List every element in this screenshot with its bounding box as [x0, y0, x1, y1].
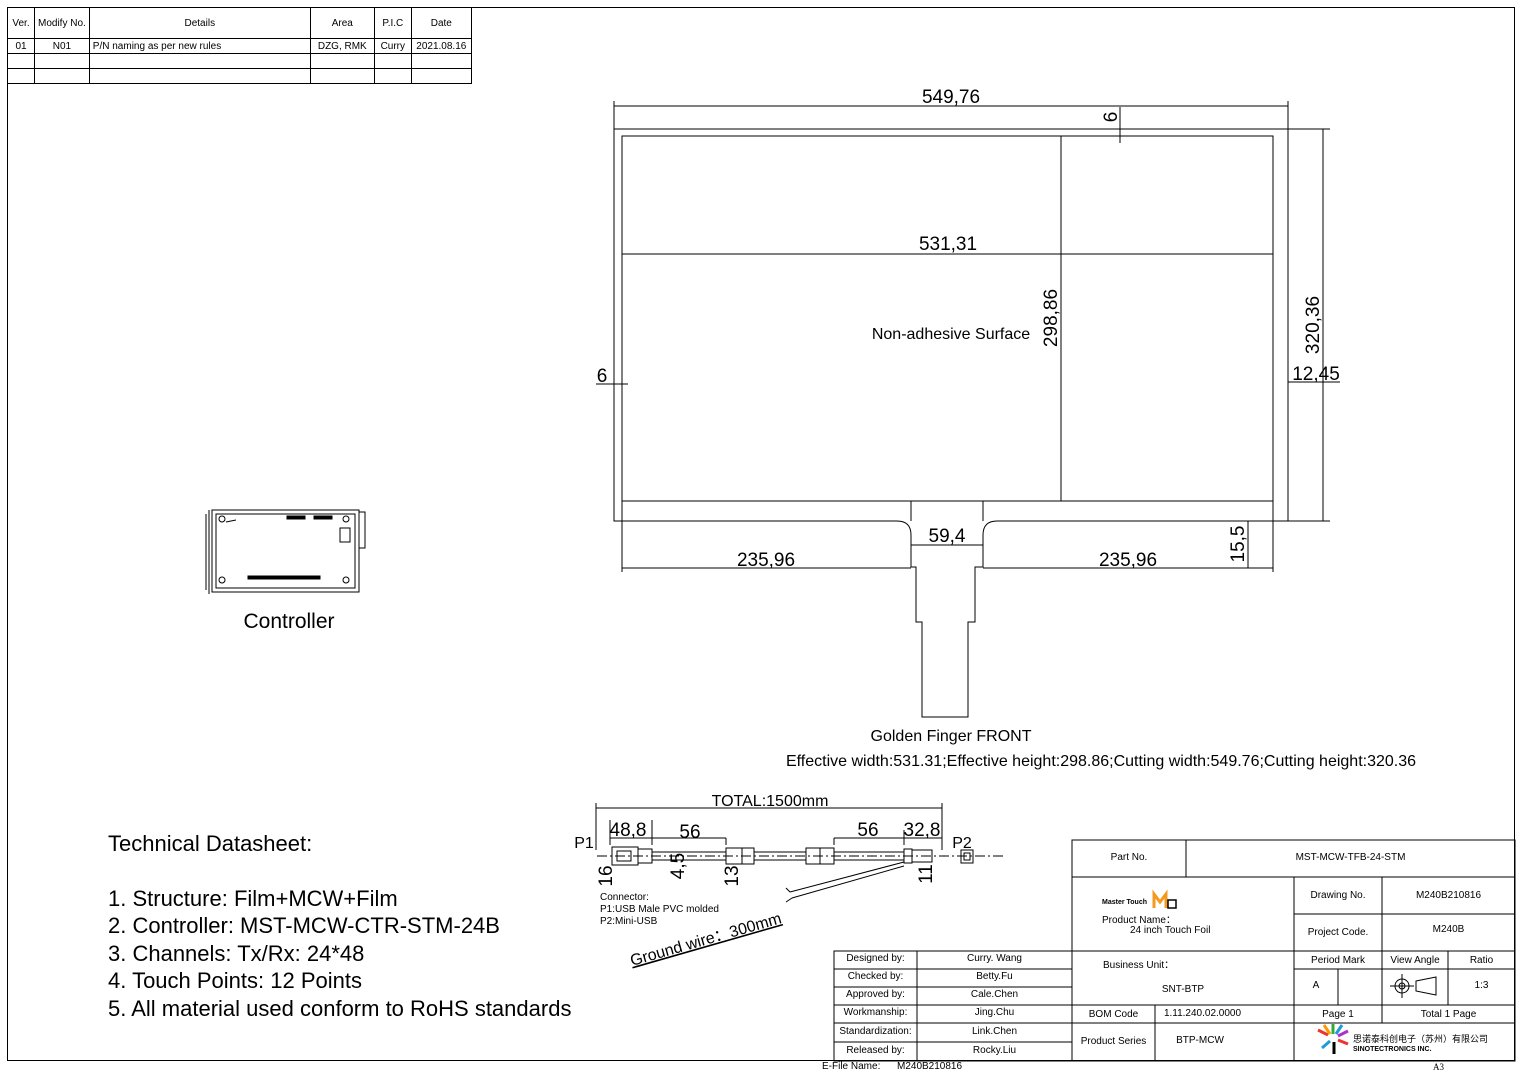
- product-series-value: BTP-MCW: [1176, 1035, 1224, 1046]
- dim-right-offset: 12,45: [1292, 364, 1340, 385]
- foil-outline: [613, 128, 1289, 718]
- period-mark-value: A: [1312, 980, 1320, 991]
- company-logo-icon: [1317, 1024, 1349, 1054]
- dim-cut-height: 320,36: [1303, 296, 1324, 354]
- dim-left-offset: 6: [597, 366, 608, 387]
- dim-left-span: 235,96: [737, 550, 795, 571]
- approval-role: Checked by:: [847, 971, 904, 982]
- drawing-no-value: M240B210816: [1415, 890, 1482, 901]
- spec-item: 2. Controller: MST-MCW-CTR-STM-24B: [108, 913, 500, 938]
- rev-cell: [7, 68, 35, 84]
- sheet-size: A3: [1433, 1062, 1444, 1072]
- dim-cut-width: 549,76: [922, 87, 980, 108]
- bom-code-label: BOM Code: [1088, 1009, 1139, 1020]
- ferrite-right-b: [819, 847, 835, 865]
- brand-name: Master Touch: [1102, 899, 1147, 906]
- revision-row: [7, 68, 472, 84]
- cable-d3: 56: [857, 820, 878, 841]
- dim-eff-width: 531,31: [919, 234, 977, 255]
- rev-header-pic: P.I.C: [373, 7, 412, 39]
- spec-item: 1. Structure: Film+MCW+Film: [108, 885, 398, 911]
- approval-name: Link.Chen: [971, 1026, 1018, 1037]
- summary-text: Effective width:531.31;Effective height:…: [786, 753, 1416, 770]
- dim-eff-height: 298,86: [1041, 289, 1062, 347]
- golden-finger-label: Golden Finger FRONT: [871, 728, 1032, 745]
- cable-total: TOTAL:1500mm: [712, 793, 829, 810]
- efile-value: M240B210816: [897, 1061, 963, 1072]
- ratio-label: Ratio: [1469, 955, 1494, 966]
- connector-title: Connector:: [600, 892, 649, 903]
- ratio-value: 1:3: [1474, 980, 1489, 991]
- controller-board: [205, 509, 366, 594]
- cable-d1: 48,8: [610, 820, 647, 841]
- cable-d4: 32,8: [904, 820, 941, 841]
- approval-role: Standardization:: [839, 1026, 912, 1037]
- page-number: Page 1: [1322, 1009, 1354, 1020]
- drawing-frame: [7, 7, 1515, 1061]
- project-code-label: Project Code.: [1307, 927, 1369, 938]
- approval-role: Released by:: [846, 1045, 905, 1056]
- cable-drawing: [595, 803, 1005, 903]
- dim-bottom-gap: 15,5: [1228, 526, 1249, 563]
- dim-tail-width: 59,4: [929, 526, 966, 547]
- cable-d6: 4,5: [668, 853, 689, 879]
- controller-label: Controller: [243, 610, 334, 633]
- drawing-no-label: Drawing No.: [1310, 890, 1366, 901]
- project-code-value: M240B: [1432, 924, 1465, 935]
- cable-d8: 11: [916, 864, 937, 884]
- surface-label: Non-adhesive Surface: [872, 326, 1030, 343]
- total-pages: Total 1 Page: [1420, 1009, 1477, 1020]
- cable-p2: P2: [952, 835, 972, 852]
- connector-p1: P1:USB Male PVC molded: [600, 904, 719, 915]
- spec-item: 3. Channels: Tx/Rx: 24*48: [108, 940, 365, 966]
- period-mark-label: Period Mark: [1311, 955, 1365, 966]
- product-name-label: Product Name：: [1102, 915, 1176, 926]
- product-series-label: Product Series: [1080, 1036, 1147, 1047]
- cable-d7: 13: [722, 865, 743, 886]
- spec-item: 5. All material used conform to RoHS sta…: [108, 995, 572, 1021]
- ferrite-left-b: [741, 847, 755, 865]
- efile-label: E-File Name:: [822, 1061, 881, 1072]
- dim-right-span: 235,96: [1099, 550, 1157, 571]
- spec-item: 4. Touch Points: 12 Points: [108, 968, 362, 993]
- mini-usb-plug: [911, 849, 933, 863]
- p2-end-view: [960, 849, 974, 864]
- rev-cell: [410, 68, 472, 84]
- spec-title: Technical Datasheet:: [108, 831, 313, 856]
- tail-lines: [910, 501, 984, 521]
- business-unit-value: SNT-BTP: [1161, 984, 1205, 995]
- part-no-label: Part No.: [1110, 852, 1148, 863]
- company-name-cn: 思诺泰科创电子（苏州）有限公司: [1353, 1035, 1489, 1045]
- revision-table: Ver. Modify No. Details Area P.I.C Date …: [7, 7, 472, 84]
- rev-header-modify: Modify No.: [34, 7, 90, 39]
- dim-top-offset: 6: [1101, 112, 1122, 123]
- approval-name: Rocky.Liu: [972, 1045, 1017, 1056]
- cable-total-dim: [595, 803, 943, 850]
- connector-p2: P2:Mini-USB: [600, 916, 658, 927]
- product-name-value: 24 inch Touch Foil: [1130, 925, 1211, 936]
- revision-header-row: Ver. Modify No. Details Area P.I.C Date: [7, 7, 472, 39]
- cable-d5: 16: [596, 865, 617, 886]
- bom-code-value: 1.11.240.02.0000: [1163, 1008, 1242, 1019]
- cable-d2: 56: [679, 822, 700, 843]
- company-name-en: SINOTECTRONICS INC.: [1353, 1046, 1432, 1053]
- approval-name: Cale.Chen: [970, 989, 1019, 1000]
- approval-name: Jing.Chu: [974, 1007, 1015, 1018]
- view-angle-label: View Angle: [1390, 955, 1440, 966]
- effective-area: [621, 135, 1274, 502]
- business-unit-label: Business Unit：: [1103, 960, 1175, 971]
- cable-p1: P1: [574, 835, 594, 852]
- approval-name: Curry. Wang: [966, 953, 1022, 964]
- approval-role: Designed by:: [846, 953, 905, 964]
- part-no-value: MST-MCW-TFB-24-STM: [1295, 852, 1406, 863]
- approval-role: Approved by:: [846, 989, 905, 1000]
- technical-datasheet: Technical Datasheet: 1. Structure: Film+…: [108, 830, 571, 1022]
- brand-logo: Master Touch: [1102, 889, 1177, 909]
- approval-name: Betty.Fu: [976, 971, 1013, 982]
- title-block-grid: [1071, 839, 1516, 1062]
- approval-role: Workmanship:: [843, 1007, 908, 1018]
- rev-header-date: Date: [410, 7, 472, 39]
